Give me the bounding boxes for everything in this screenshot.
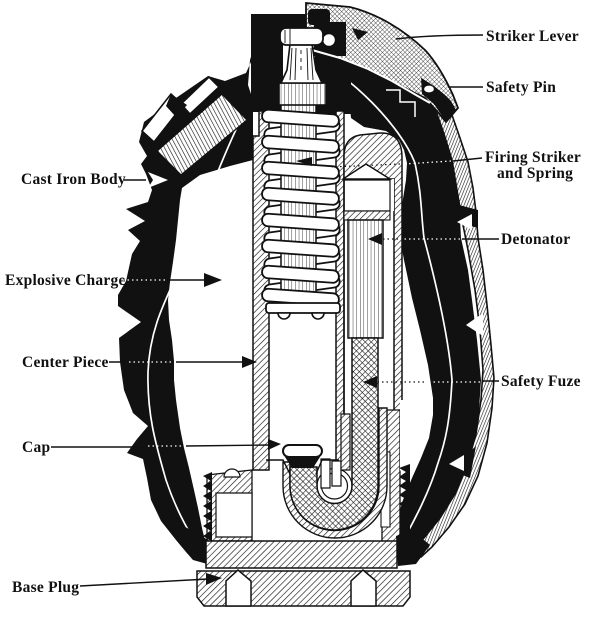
svg-text:Striker Lever: Striker Lever (486, 28, 579, 45)
svg-text:Center Piece: Center Piece (22, 354, 109, 371)
svg-text:Safety Pin: Safety Pin (486, 79, 556, 96)
svg-text:and Spring: and Spring (497, 165, 573, 182)
svg-text:Cap: Cap (22, 439, 50, 456)
svg-text:Explosive Charge: Explosive Charge (5, 272, 126, 289)
svg-text:Detonator: Detonator (501, 231, 570, 248)
svg-text:Safety Fuze: Safety Fuze (501, 373, 581, 390)
svg-text:Cast Iron Body: Cast Iron Body (21, 171, 126, 188)
svg-text:Base Plug: Base Plug (12, 579, 79, 596)
svg-text:Firing Striker: Firing Striker (485, 149, 581, 166)
